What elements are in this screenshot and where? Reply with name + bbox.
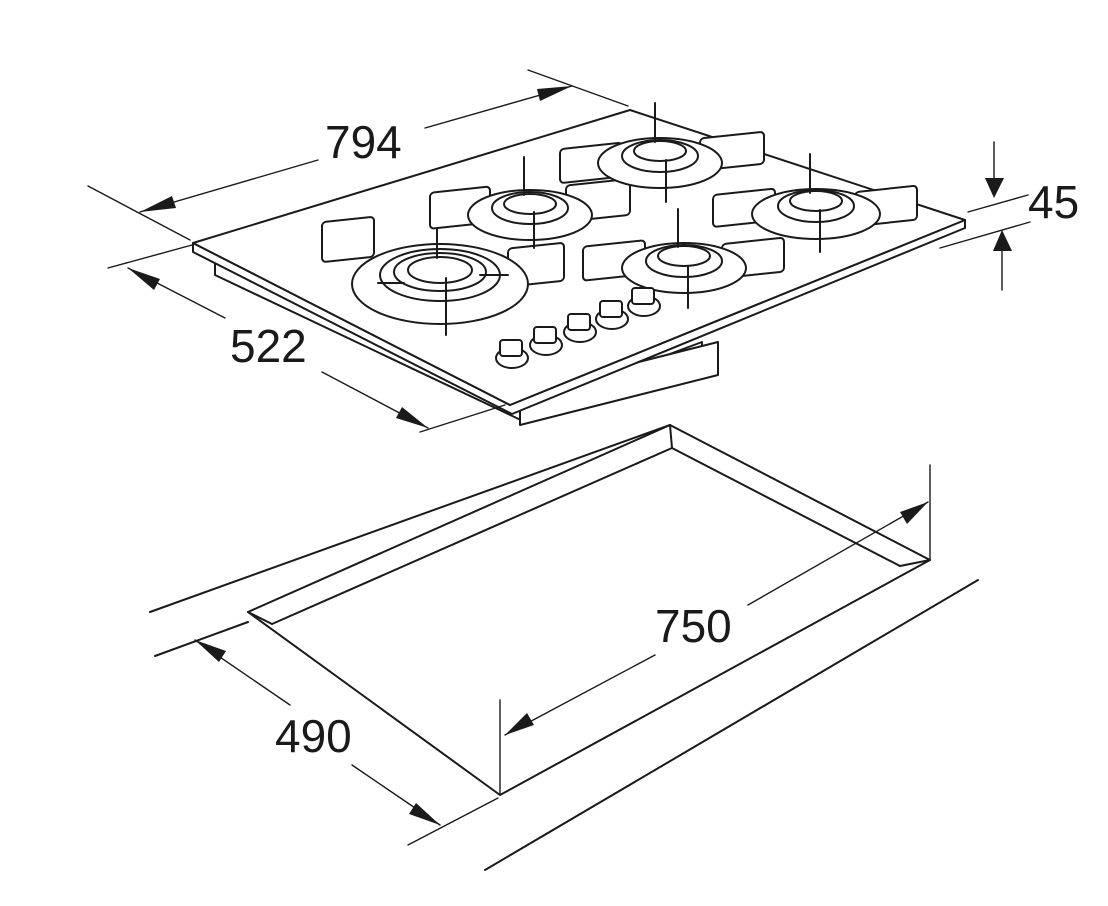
burner-rear-left <box>429 156 631 249</box>
burner-right <box>712 153 918 253</box>
burner-front-center <box>582 208 785 309</box>
dimension-label-522: 522 <box>230 320 307 372</box>
knob-5 <box>627 287 661 317</box>
dimension-label-750: 750 <box>655 600 732 652</box>
hob-base <box>519 341 719 426</box>
burner-wok <box>321 214 565 336</box>
worktop-cutout <box>149 424 979 871</box>
dimension-522: 522 <box>107 244 506 433</box>
control-knobs <box>495 287 661 369</box>
dimension-45: 45 <box>939 141 1079 291</box>
knob-2 <box>529 326 563 356</box>
dimension-490: 490 <box>194 639 499 846</box>
dimension-794: 794 <box>87 69 629 241</box>
burner-rear-center <box>559 102 765 203</box>
gas-hob <box>192 102 966 426</box>
knob-1 <box>495 339 529 369</box>
knob-4 <box>595 300 629 330</box>
hob-glass-top <box>192 109 966 406</box>
dimension-label-490: 490 <box>275 710 352 762</box>
dimension-label-45: 45 <box>1028 176 1079 228</box>
dimension-750: 750 <box>499 464 931 796</box>
knob-3 <box>563 313 597 343</box>
dimension-label-794: 794 <box>325 116 402 168</box>
